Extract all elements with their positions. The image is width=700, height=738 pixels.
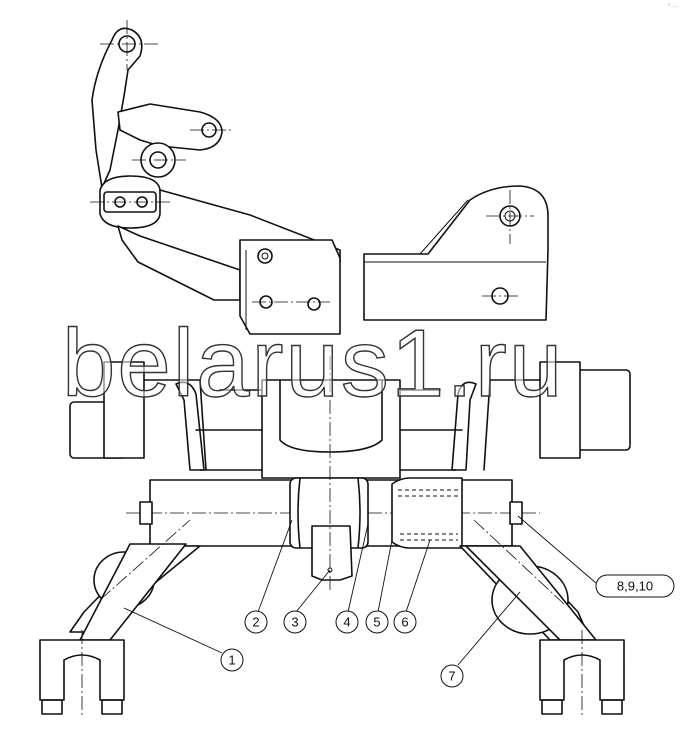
callout-4: 4 [335,610,359,634]
callout-label: 2 [252,615,259,630]
callout-3: 3 [283,610,307,634]
callout-2: 2 [244,610,268,634]
callout-8-9-10: 8,9,10 [595,574,675,598]
callout-label: 8,9,10 [617,579,653,594]
upper-lever-assembly [90,20,341,335]
callout-5: 5 [365,610,389,634]
corner-mark: ° ··· [668,4,678,10]
callout-label: 6 [401,615,408,630]
callout-label: 4 [343,615,350,630]
right-bracket [363,185,549,321]
callout-label: 5 [373,615,380,630]
leader-lines [123,515,597,666]
callout-label: 7 [448,669,455,684]
callout-label: 1 [228,653,235,668]
watermark-text: belarus1.ru [62,310,564,417]
callout-7: 7 [440,664,464,688]
callout-6: 6 [393,610,417,634]
callout-1: 1 [220,648,244,672]
lower-shaft-assembly [39,356,631,716]
callout-label: 3 [291,615,298,630]
